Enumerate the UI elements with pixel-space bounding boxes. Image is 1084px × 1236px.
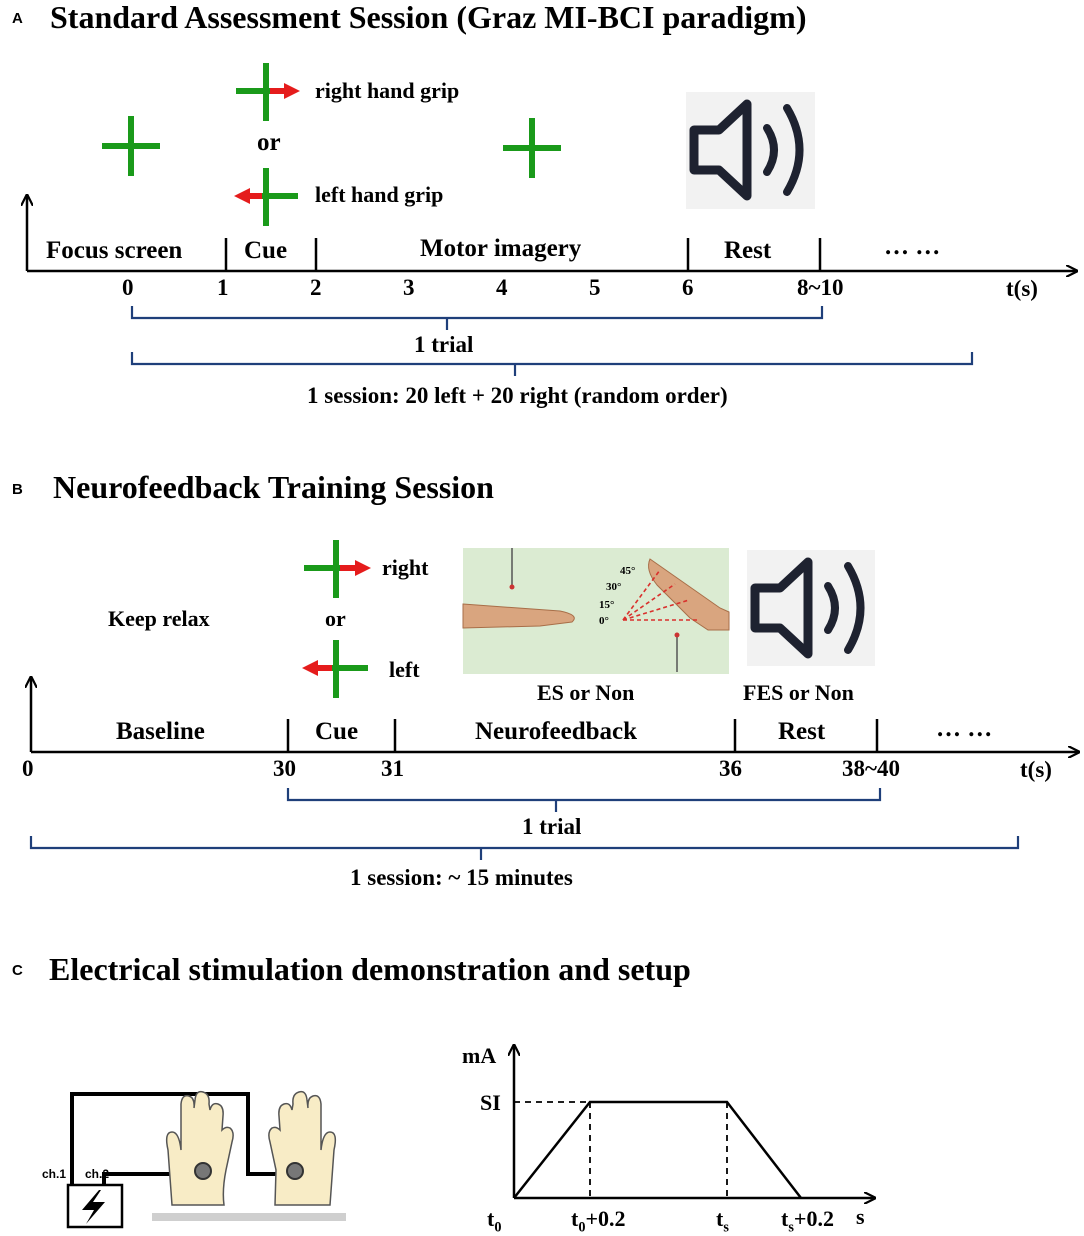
segment-continuation: … … [936, 715, 993, 742]
session-label: 1 session: 20 left + 20 right (random or… [307, 383, 728, 408]
tick-label: 31 [381, 756, 404, 781]
es-demo-image [462, 548, 730, 674]
ts-plus-label: ts+0.2 [781, 1206, 834, 1236]
segment-motor-imagery: Motor imagery [420, 235, 582, 262]
panel-a-title: Standard Assessment Session (Graz MI-BCI… [50, 0, 807, 35]
tick-label: 38~40 [842, 756, 900, 781]
left-cue-label: left [389, 657, 420, 682]
session-label: 1 session: ~ 15 minutes [350, 865, 573, 890]
speaker-icon [747, 550, 875, 666]
segment-focus-screen: Focus screen [46, 237, 183, 264]
trial-bracket-b [286, 788, 882, 812]
timeline-axis-a [27, 196, 1076, 271]
left-hand-icon [152, 1090, 270, 1221]
panel-b-title: Neurofeedback Training Session [53, 469, 494, 505]
segment-cue: Cue [315, 718, 359, 745]
segment-cue: Cue [244, 237, 288, 264]
tick-label: 36 [719, 756, 742, 781]
trial-label: 1 trial [414, 332, 474, 357]
x-unit-label: s [856, 1204, 865, 1229]
tick-label: 3 [403, 275, 415, 300]
right-cue-label: right [382, 555, 429, 580]
imagery-cross-icon [503, 118, 561, 178]
panel-a-letter: A [12, 10, 23, 27]
trial-label: 1 trial [522, 814, 582, 839]
stimulation-waveform [513, 1100, 802, 1199]
fes-label: FES or Non [743, 680, 854, 705]
channel-2-label: ch.2 [85, 1167, 110, 1181]
segment-rest: Rest [724, 237, 772, 264]
right-hand-grip-label: right hand grip [315, 78, 460, 103]
stimulation-waveform-dashes [514, 1101, 728, 1198]
left-cue-cross-icon [302, 640, 368, 698]
tick-label: 8~10 [797, 275, 844, 300]
segment-continuation: … … [884, 233, 941, 260]
session-bracket-a [130, 352, 974, 376]
speaker-icon [686, 92, 815, 209]
si-label: SI [480, 1090, 501, 1115]
or-label: or [325, 606, 346, 631]
tick-label: 5 [589, 275, 601, 300]
keep-relax-label: Keep relax [108, 606, 210, 631]
tick-label: 4 [496, 275, 508, 300]
left-hand-grip-label: left hand grip [315, 182, 444, 207]
session-bracket-b [29, 836, 1020, 860]
right-cue-cross-icon [236, 63, 300, 121]
panel-c-letter: C [12, 962, 23, 979]
or-label: or [257, 129, 281, 156]
segment-rest: Rest [778, 718, 826, 745]
ts-label: ts [716, 1206, 729, 1236]
segment-baseline: Baseline [116, 718, 205, 745]
tick-label: 0 [22, 756, 34, 781]
right-cue-cross-icon [304, 540, 371, 598]
t0-label: t0 [487, 1206, 502, 1236]
focus-cross-icon [102, 116, 160, 176]
t0-plus-label: t0+0.2 [571, 1206, 626, 1236]
es-label: ES or Non [537, 680, 635, 705]
right-hand-icon [256, 1090, 346, 1221]
angle-label: 45° [620, 565, 636, 577]
angle-label: 0° [599, 615, 609, 627]
angle-label: 15° [599, 599, 615, 611]
timeline-axis-b [31, 678, 1078, 752]
tick-label: 6 [682, 275, 694, 300]
tick-label: 2 [310, 275, 322, 300]
panel-c-title: Electrical stimulation demonstration and… [49, 951, 691, 987]
stimulation-waveform-axes [514, 1046, 874, 1198]
panel-b-letter: B [12, 481, 23, 498]
channel-1-label: ch.1 [42, 1167, 67, 1181]
axis-unit-label: t(s) [1006, 276, 1038, 301]
tick-label: 30 [273, 756, 296, 781]
trial-bracket-a [130, 306, 824, 330]
segment-neurofeedback: Neurofeedback [475, 718, 638, 745]
left-cue-cross-icon [234, 168, 298, 226]
tick-label: 0 [122, 275, 134, 300]
stimulator-icon [66, 1183, 124, 1229]
y-unit-label: mA [462, 1043, 497, 1068]
tick-label: 1 [217, 275, 229, 300]
axis-unit-label: t(s) [1020, 757, 1052, 782]
angle-label: 30° [606, 581, 622, 593]
